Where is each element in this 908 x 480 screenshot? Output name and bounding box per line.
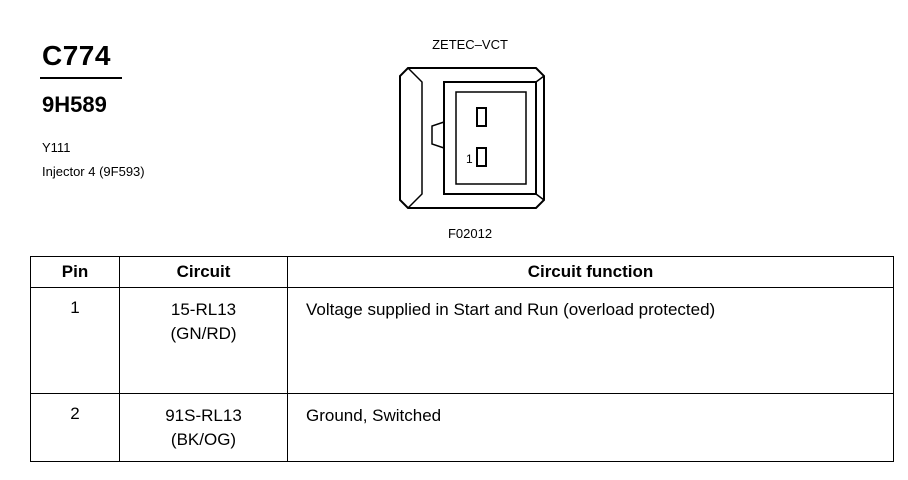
view-label: ZETEC–VCT xyxy=(432,37,508,52)
location-code: Y111 xyxy=(42,140,71,155)
connector-id: C774 xyxy=(42,40,111,71)
function-cell: Ground, Switched xyxy=(287,393,894,462)
title-underline xyxy=(40,77,122,79)
circuit-function: Ground, Switched xyxy=(306,406,442,426)
connector-face-diagram: 1 xyxy=(399,67,545,209)
terminal-1 xyxy=(476,147,487,167)
component-description: Injector 4 (9F593) xyxy=(42,164,145,179)
table-row: 2 91S-RL13 (BK/OG) Ground, Switched xyxy=(30,393,894,462)
table-row: 1 15-RL13 (GN/RD) Voltage supplied in St… xyxy=(30,286,894,395)
table-header-row: Pin Circuit Circuit function xyxy=(30,256,894,288)
pin-cell: 1 xyxy=(30,286,120,395)
pin-cavity-inner xyxy=(455,91,527,185)
connector-housing xyxy=(399,67,545,209)
pin-1-marker: 1 xyxy=(466,152,473,166)
housing-rail xyxy=(407,67,423,209)
terminal-2 xyxy=(476,107,487,127)
pin-cell: 2 xyxy=(30,393,120,462)
pin-table: Pin Circuit Circuit function 1 15-RL13 (… xyxy=(30,256,894,462)
header-pin: Pin xyxy=(30,256,120,288)
circuit-color: (GN/RD) xyxy=(170,324,237,343)
pin-number: 1 xyxy=(70,298,80,317)
pin-number: 2 xyxy=(70,404,80,424)
circuit-cell: 91S-RL13 (BK/OG) xyxy=(119,393,288,462)
pin-cavity-outer xyxy=(443,81,537,195)
header-circuit: Circuit xyxy=(119,256,288,288)
locking-notch xyxy=(431,121,445,149)
header-circuit-function: Circuit function xyxy=(287,256,894,288)
figure-code: F02012 xyxy=(447,226,493,241)
circuit-function: Voltage supplied in Start and Run (overl… xyxy=(306,300,716,319)
circuit-code: 91S-RL13 xyxy=(165,406,242,426)
circuit-cell: 15-RL13 (GN/RD) xyxy=(119,286,288,395)
function-cell: Voltage supplied in Start and Run (overl… xyxy=(287,286,894,395)
circuit-code: 15-RL13 xyxy=(170,300,237,319)
circuit-color: (BK/OG) xyxy=(170,430,237,450)
part-number: 9H589 xyxy=(42,92,107,117)
